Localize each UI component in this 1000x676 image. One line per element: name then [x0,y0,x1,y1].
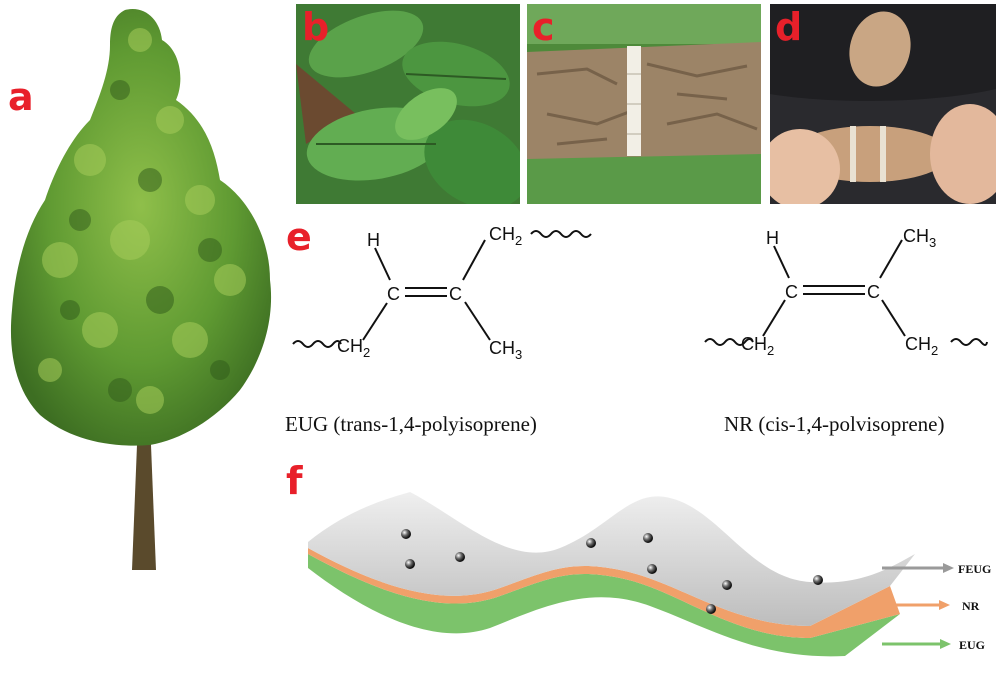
nr-layer [308,548,900,638]
cis-ch2-right: CH2 [905,334,938,358]
cis-c2-atom: C [867,282,880,302]
feug-layer [308,492,915,626]
panel-label-b: b [302,5,330,49]
cis-ch2-left: CH2 [741,334,774,358]
nr-caption: NR (cis-1,4-polvisoprene) [724,412,945,436]
trans-c1-atom: C [387,284,400,304]
panel-label-c: c [532,5,555,49]
cis-ch3: CH3 [903,226,936,250]
trans-h-atom: H [367,230,380,250]
trans-ch3: CH3 [489,338,522,362]
eug-label: EUG [959,638,985,652]
cis-h-atom: H [766,228,779,248]
particle-dots [401,529,823,614]
stretched-sample-photo [770,4,996,204]
bark-photo [527,4,761,204]
cis-structure: H C C CH3 CH2 CH2 [704,226,988,358]
chemical-structures: H C C CH2 CH2 CH3 H C C CH3 CH2 CH2 [292,224,988,362]
panel-label-a: a [8,75,34,119]
trans-structure: H C C CH2 CH2 CH3 [292,224,592,362]
layered-film-diagram: FEUG NR EUG [308,492,991,657]
leaves-photo [296,4,520,204]
feug-label: FEUG [958,562,991,576]
tree-photo [10,9,272,570]
trans-c2-atom: C [449,284,462,304]
trans-ch2-top: CH2 [489,224,522,248]
panel-label-e: e [286,215,312,259]
panel-label-d: d [775,5,803,49]
eug-caption: EUG (trans-1,4-polyisoprene) [285,412,537,436]
nr-label: NR [962,599,980,613]
eug-layer [308,554,900,657]
trans-ch2-bottom: CH2 [337,336,370,360]
cis-c1-atom: C [785,282,798,302]
panel-label-f: f [286,459,303,503]
